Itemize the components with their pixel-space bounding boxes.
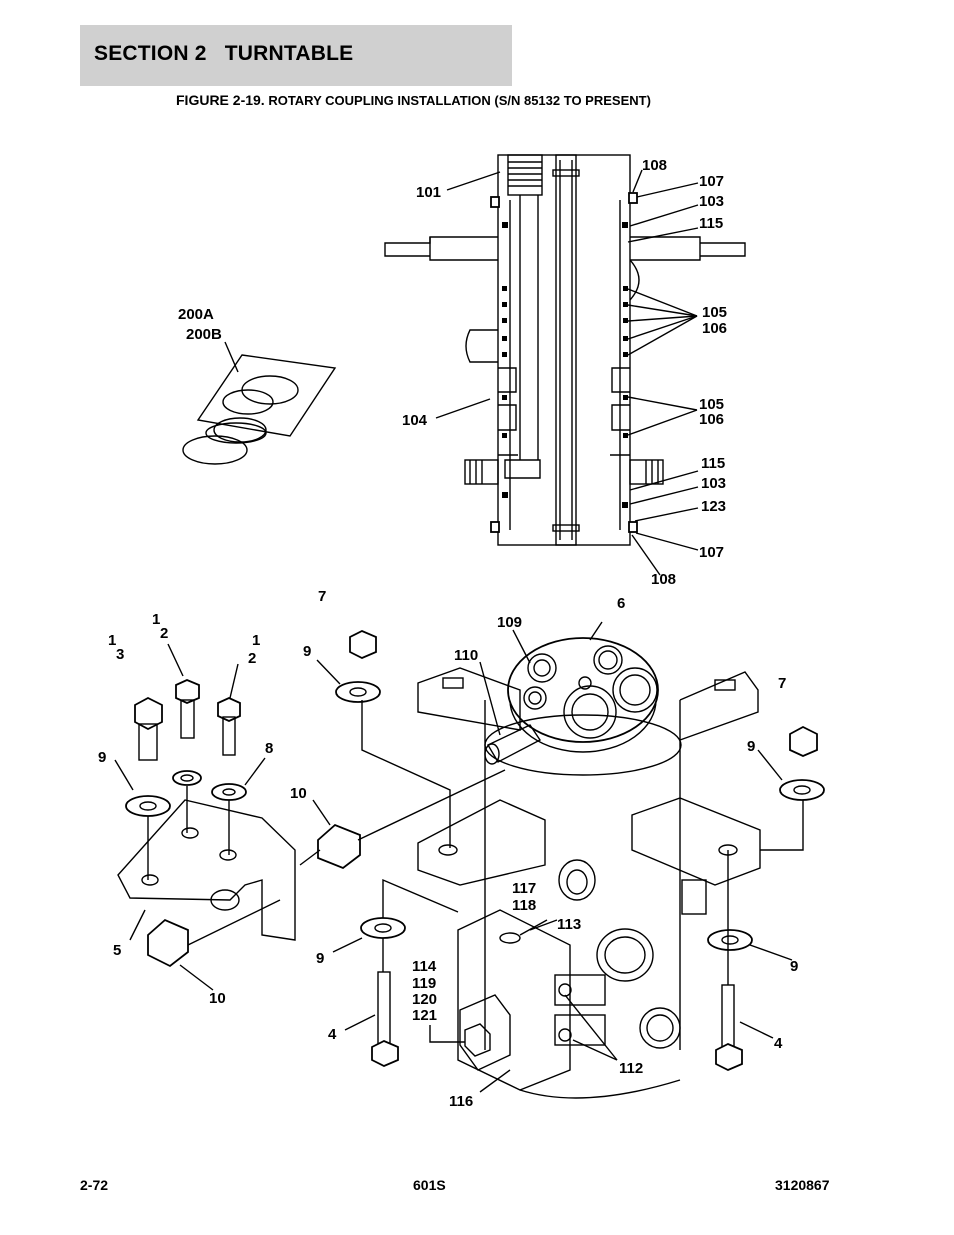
rotary-coupling-section-drawing bbox=[384, 154, 746, 576]
callout-123: 123 bbox=[701, 498, 726, 515]
callout-1-right: 1 bbox=[252, 632, 260, 649]
footer-doc-number: 3120867 bbox=[775, 1177, 830, 1193]
callout-109: 109 bbox=[497, 614, 522, 631]
callout-2-mid: 2 bbox=[160, 625, 168, 642]
section-header: SECTION 2 TURNTABLE bbox=[80, 25, 512, 86]
callout-108-bottom: 108 bbox=[651, 571, 676, 588]
callout-9-bottom-right: 9 bbox=[790, 958, 798, 975]
callout-200a: 200A bbox=[178, 306, 214, 323]
callout-117: 117 bbox=[512, 880, 536, 897]
callout-110: 110 bbox=[454, 647, 478, 664]
callout-1-mid: 1 bbox=[152, 611, 160, 628]
callout-1-left: 1 bbox=[108, 632, 116, 649]
callout-105-lower: 105 bbox=[699, 396, 724, 413]
bolt-2a bbox=[175, 679, 200, 739]
callout-115-bottom: 115 bbox=[701, 455, 725, 472]
callout-103-bottom: 103 bbox=[701, 475, 726, 492]
callout-120: 120 bbox=[412, 991, 437, 1008]
callout-3: 3 bbox=[116, 646, 124, 663]
callout-8: 8 bbox=[265, 740, 273, 757]
callout-106-lower: 106 bbox=[699, 411, 724, 428]
callout-112: 112 bbox=[619, 1060, 643, 1077]
callout-113: 113 bbox=[557, 916, 581, 933]
footer-model: 601S bbox=[413, 1177, 446, 1193]
callout-6: 6 bbox=[617, 595, 625, 612]
callout-106-upper: 106 bbox=[702, 320, 727, 337]
callout-114: 114 bbox=[412, 958, 437, 975]
callout-7-right: 7 bbox=[778, 675, 786, 692]
figure-caption: FIGURE 2-19. ROTARY COUPLING INSTALLATIO… bbox=[176, 92, 651, 108]
seal-kit-drawing bbox=[182, 341, 337, 465]
callout-10-top: 10 bbox=[290, 785, 307, 802]
callout-118: 118 bbox=[512, 897, 536, 914]
bolt-2b bbox=[217, 697, 241, 756]
callout-9-right: 9 bbox=[747, 738, 755, 755]
callout-105-upper: 105 bbox=[702, 304, 727, 321]
callout-119: 119 bbox=[412, 975, 436, 992]
callout-7-top: 7 bbox=[318, 588, 326, 605]
callout-103-top: 103 bbox=[699, 193, 724, 210]
callout-115-top: 115 bbox=[699, 215, 723, 232]
turntable-bracket-drawing bbox=[114, 621, 825, 1099]
callout-4-left: 4 bbox=[328, 1026, 337, 1043]
callout-108-top: 108 bbox=[642, 157, 667, 174]
callout-5: 5 bbox=[113, 942, 121, 959]
bolt-3 bbox=[134, 696, 163, 761]
callout-9-left: 9 bbox=[98, 749, 106, 766]
callout-9-bottom-left: 9 bbox=[316, 950, 324, 967]
callout-9-top: 9 bbox=[303, 643, 311, 660]
callout-121: 121 bbox=[412, 1007, 437, 1024]
callout-2-right: 2 bbox=[248, 650, 256, 667]
callout-104: 104 bbox=[402, 412, 428, 429]
callout-labels: 101 108 107 103 115 105 106 104 105 106 … bbox=[98, 157, 798, 1110]
callout-10-bottom: 10 bbox=[209, 990, 226, 1007]
callout-107-bottom: 107 bbox=[699, 544, 724, 561]
figure-title: ROTARY COUPLING INSTALLATION (S/N 85132 … bbox=[264, 93, 651, 108]
callout-101: 101 bbox=[416, 184, 441, 201]
section-title: SECTION 2 TURNTABLE bbox=[94, 42, 354, 65]
callout-4-right: 4 bbox=[774, 1035, 783, 1052]
callout-200b: 200B bbox=[186, 326, 222, 343]
callout-107-top: 107 bbox=[699, 173, 724, 190]
callout-116: 116 bbox=[449, 1093, 473, 1110]
footer-page-number: 2-72 bbox=[80, 1177, 109, 1193]
figure-label: FIGURE 2-19. bbox=[176, 92, 265, 108]
